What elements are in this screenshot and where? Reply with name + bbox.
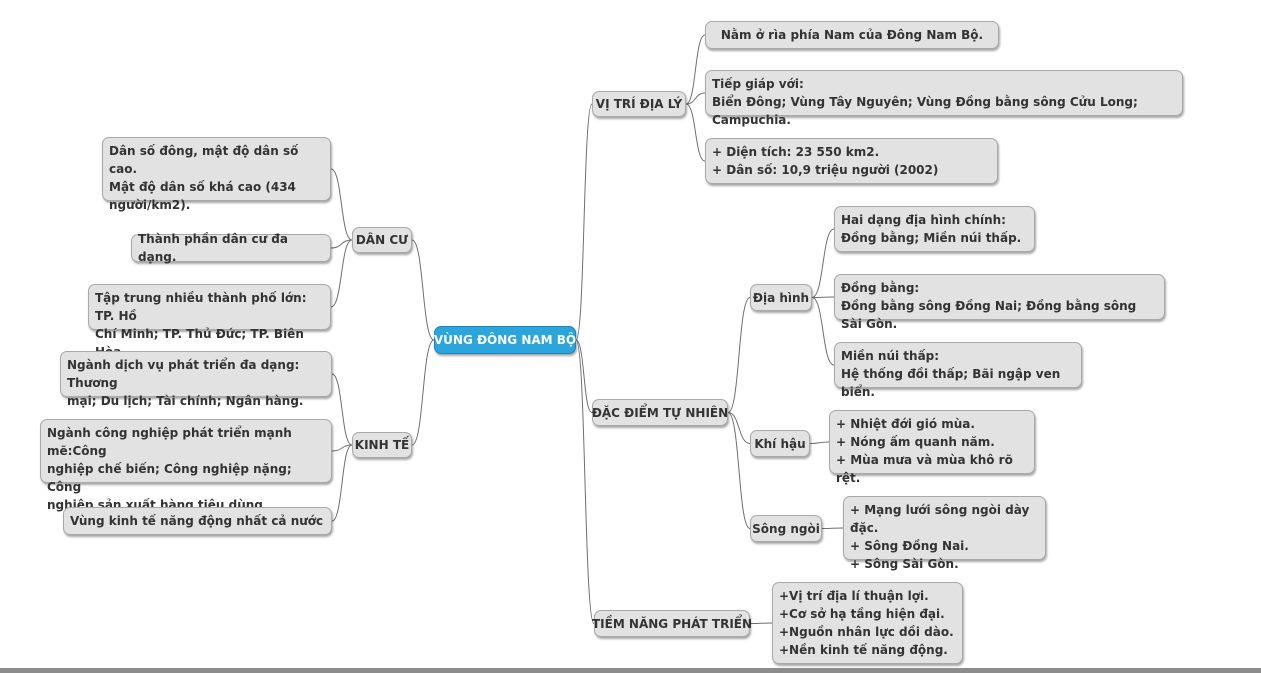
leaf-dan-cu-1[interactable]: Dân số đông, mật độ dân số cao. Mật độ d…: [102, 137, 331, 212]
subtopic-khi-hau[interactable]: Khí hậu: [750, 430, 810, 457]
topic-kinh-te[interactable]: KINH TẾ: [352, 432, 412, 458]
connector-center-tiem-nang: [575, 339, 595, 624]
leaf-khi-hau[interactable]: + Nhiệt đới gió mùa. + Nóng ấm quanh năm…: [829, 410, 1035, 485]
connector-center-dan-cu: [411, 239, 435, 341]
subtopic-dia-hinh[interactable]: Địa hình: [750, 284, 812, 311]
connector-vi-tri-3: [685, 103, 706, 162]
leaf-dia-hinh-3[interactable]: Miền núi thấp: Hệ thống đồi thấp; Bãi ng…: [834, 342, 1082, 399]
connector-dac-diem-song-ngoi: [727, 412, 751, 529]
leaf-dia-hinh-1[interactable]: Hai dạng địa hình chính: Đồng bằng; Miền…: [834, 206, 1035, 252]
connector-dia-hinh-2: [811, 296, 835, 298]
leaf-tiem-nang[interactable]: +Vị trí địa lí thuận lợi. +Cơ sở hạ tầng…: [772, 582, 963, 664]
connector-center-vi-tri: [575, 103, 593, 341]
connector-vi-tri-2: [685, 92, 706, 105]
connector-dan-cu-2: [330, 239, 353, 249]
leaf-dia-hinh-2[interactable]: Đồng bằng: Đồng bằng sông Đồng Nai; Đồng…: [834, 274, 1165, 331]
leaf-vi-tri-2[interactable]: Tiếp giáp với: Biển Đông; Vùng Tây Nguyê…: [705, 70, 1183, 127]
connector-tiem-nang: [749, 622, 773, 624]
leaf-dan-cu-2[interactable]: Thành phần dân cư đa dạng.: [131, 232, 331, 264]
leaf-dan-cu-3[interactable]: Tập trung nhiều thành phố lớn: TP. Hồ Ch…: [88, 284, 331, 359]
leaf-vi-tri-1[interactable]: Nằm ở rìa phía Nam của Đông Nam Bộ.: [705, 21, 999, 49]
leaf-kinh-te-3[interactable]: Vùng kinh tế năng động nhất cả nước: [63, 507, 332, 535]
leaf-vi-tri-3[interactable]: + Diện tích: 23 550 km2. + Dân số: 10,9 …: [705, 138, 998, 184]
subtopic-song-ngoi[interactable]: Sông ngòi: [750, 515, 822, 542]
central-topic[interactable]: VÙNG ĐÔNG NAM BỘ: [434, 326, 576, 354]
connector-dac-diem-dia-hinh: [727, 297, 751, 413]
connector-dia-hinh-1: [811, 228, 835, 298]
connector-vi-tri-1: [685, 34, 706, 105]
connector-dia-hinh-3: [811, 297, 835, 366]
bottom-border: [0, 668, 1261, 673]
connector-kinh-te-2: [331, 444, 353, 452]
topic-vi-tri-dia-ly[interactable]: VỊ TRÍ ĐỊA LÝ: [592, 91, 686, 117]
topic-dan-cu[interactable]: DÂN CƯ: [352, 227, 412, 253]
connector-song-ngoi: [821, 527, 844, 529]
topic-dac-diem-tu-nhien[interactable]: ĐẶC ĐIỂM TỰ NHIÊN: [592, 399, 728, 426]
connector-kinh-te-3: [331, 444, 353, 522]
leaf-kinh-te-1[interactable]: Ngành dịch vụ phát triển đa dạng: Thương…: [60, 351, 332, 408]
connector-center-dac-diem: [575, 339, 593, 413]
connector-khi-hau: [809, 441, 830, 444]
leaf-song-ngoi[interactable]: + Mạng lưới sông ngòi dày đặc. + Sông Đồ…: [843, 496, 1046, 571]
connector-dan-cu-1: [330, 168, 353, 241]
connector-center-kinh-te: [411, 339, 435, 446]
connector-kinh-te-1: [331, 373, 353, 446]
leaf-kinh-te-2[interactable]: Ngành công nghiệp phát triển mạnh mẽ:Côn…: [40, 419, 332, 512]
topic-tiem-nang-phat-trien[interactable]: TIỀM NĂNG PHÁT TRIỂN: [592, 610, 752, 637]
connector-dan-cu-3: [330, 239, 353, 308]
connector-dac-diem-khi-hau: [727, 412, 751, 444]
